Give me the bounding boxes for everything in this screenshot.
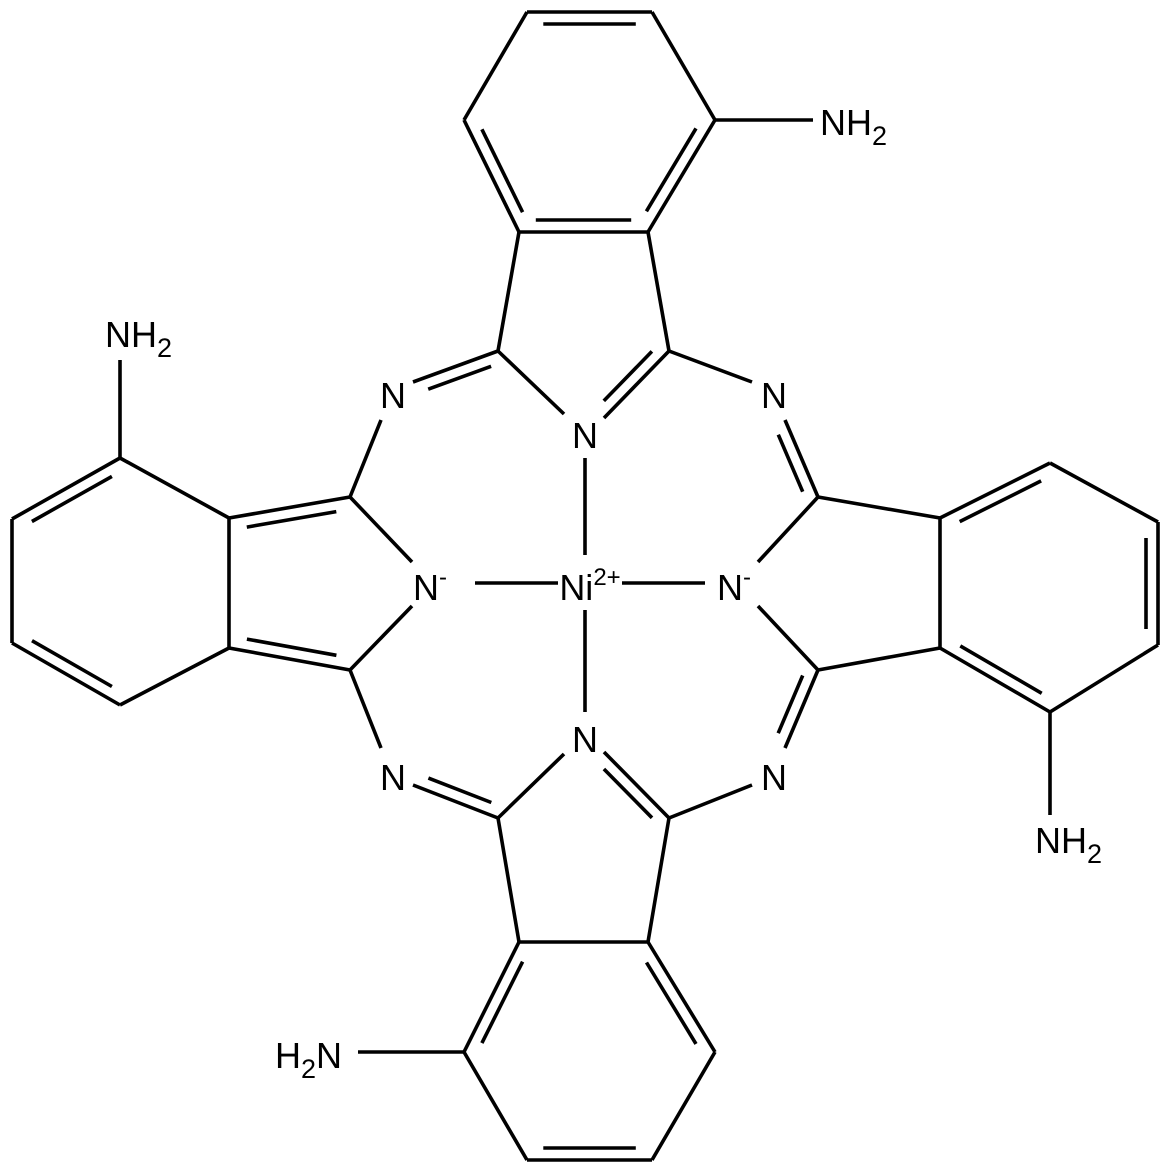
bond-line-13 bbox=[496, 349, 566, 416]
amino-group-left: NH2 bbox=[105, 314, 172, 363]
bond-line-49 bbox=[756, 604, 820, 672]
bond-line-34 bbox=[348, 419, 383, 498]
bond-line-55 bbox=[646, 817, 671, 943]
bond-line-29 bbox=[246, 509, 337, 529]
pyrrole-nitrogen-bottom: N bbox=[572, 719, 598, 760]
bond-line-44 bbox=[958, 479, 1042, 524]
bond-line-66 bbox=[496, 752, 566, 820]
bond-line-62 bbox=[480, 960, 525, 1044]
bond-line-37 bbox=[817, 646, 941, 672]
bond-line-14 bbox=[602, 349, 671, 420]
bond-line-68 bbox=[602, 767, 654, 820]
bond-line-0 bbox=[496, 231, 521, 352]
amino-group-top: NH2 bbox=[820, 102, 887, 151]
bond-line-39 bbox=[939, 461, 1051, 520]
bond-line-70 bbox=[427, 776, 492, 805]
bond-line-57 bbox=[462, 941, 521, 1053]
bond-line-18 bbox=[668, 349, 753, 384]
bond-line-61 bbox=[646, 941, 717, 1053]
aza-nitrogen-top-right: N bbox=[761, 375, 787, 416]
bond-line-58 bbox=[462, 1051, 529, 1161]
bond-line-32 bbox=[348, 495, 414, 564]
bond-line-1 bbox=[646, 231, 671, 352]
aza-nitrogen-bottom-right: N bbox=[761, 757, 787, 798]
bond-line-36 bbox=[817, 495, 941, 520]
nitrogen-left-charge: - bbox=[439, 564, 447, 591]
bond-line-53 bbox=[776, 674, 805, 734]
bond-line-7 bbox=[650, 11, 717, 121]
bond-line-33 bbox=[348, 604, 414, 672]
bond-line-51 bbox=[776, 433, 805, 493]
pyrrole-nitrogen-left: N- bbox=[413, 564, 447, 608]
bond-line-22 bbox=[119, 456, 230, 520]
bond-line-25 bbox=[11, 641, 121, 707]
bond-line-4 bbox=[462, 119, 521, 233]
bond-line-30 bbox=[246, 637, 337, 658]
bond-layer bbox=[10, 10, 1160, 1162]
bond-line-19 bbox=[228, 495, 351, 520]
bond-line-69 bbox=[412, 783, 499, 820]
bond-line-16 bbox=[412, 349, 499, 384]
bond-line-50 bbox=[783, 419, 820, 498]
pyrrole-nitrogen-right: N- bbox=[717, 564, 751, 608]
bond-line-54 bbox=[496, 817, 521, 943]
bond-line-11 bbox=[644, 127, 698, 213]
bond-line-28 bbox=[31, 639, 113, 689]
nitrogen-right-charge: - bbox=[743, 564, 751, 591]
bond-line-26 bbox=[119, 646, 230, 707]
bond-line-46 bbox=[959, 644, 1043, 695]
bond-line-60 bbox=[650, 1051, 717, 1161]
bond-line-71 bbox=[668, 783, 753, 820]
nickel-atom-label: Ni2+ bbox=[559, 564, 620, 608]
bond-line-27 bbox=[31, 474, 113, 524]
bond-line-17 bbox=[427, 364, 492, 391]
pyrrole-nitrogen-top: N bbox=[572, 415, 598, 456]
bond-line-8 bbox=[646, 119, 717, 233]
amino-group-right: NH2 bbox=[1035, 820, 1102, 869]
bond-line-23 bbox=[11, 456, 121, 521]
bond-line-35 bbox=[348, 669, 383, 749]
nickel-charge-label: 2+ bbox=[593, 564, 620, 591]
bond-line-5 bbox=[462, 11, 529, 121]
bond-line-48 bbox=[756, 495, 820, 564]
bond-line-42 bbox=[1049, 643, 1159, 714]
bond-line-40 bbox=[1049, 461, 1159, 524]
bond-line-52 bbox=[783, 669, 820, 749]
bond-line-15 bbox=[602, 350, 654, 403]
aza-nitrogen-bottom-left: N bbox=[380, 757, 406, 798]
bond-line-20 bbox=[228, 646, 351, 672]
bond-line-64 bbox=[644, 961, 698, 1045]
bond-line-43 bbox=[939, 646, 1051, 714]
bond-line-9 bbox=[480, 128, 525, 213]
amino-group-bottom: H2N bbox=[275, 1035, 342, 1084]
aza-nitrogen-top-left: N bbox=[380, 375, 406, 416]
bond-line-67 bbox=[602, 750, 671, 820]
